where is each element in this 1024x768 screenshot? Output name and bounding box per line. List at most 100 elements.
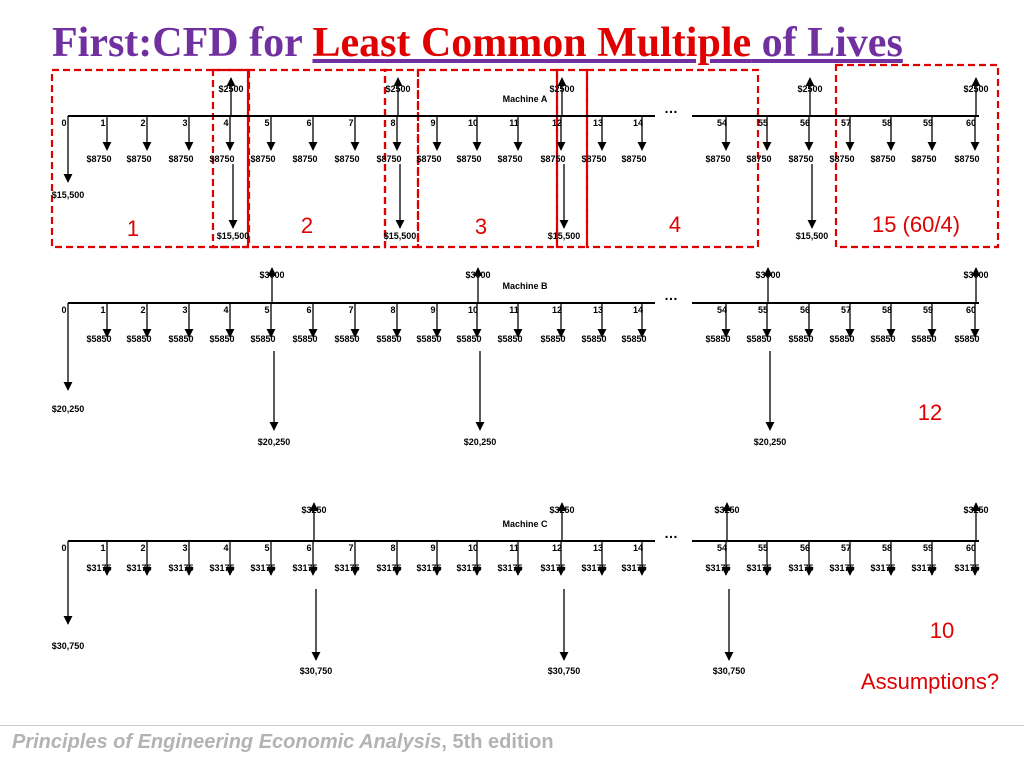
cycle-box <box>555 68 589 249</box>
annual-cost-label: $3175 <box>497 563 522 573</box>
salvage-label: $2500 <box>549 84 574 94</box>
annual-cost-label: $3175 <box>911 563 936 573</box>
cycle-label: 4 <box>669 212 681 237</box>
period-label: 56 <box>800 543 810 553</box>
period-label: 4 <box>223 118 228 128</box>
annual-cost-label: $8750 <box>705 154 730 164</box>
period-label: 11 <box>509 118 519 128</box>
annual-cost-label: $3175 <box>870 563 895 573</box>
annual-cost-label: $3175 <box>334 563 359 573</box>
period-label: 3 <box>182 305 187 315</box>
annual-cost-label: $8750 <box>870 154 895 164</box>
period-label: 8 <box>390 543 395 553</box>
period-label: 9 <box>430 305 435 315</box>
annual-cost-label: $5850 <box>292 334 317 344</box>
investment-label: $30,750 <box>52 641 85 651</box>
period-label: 1 <box>100 543 105 553</box>
annual-cost-label: $5850 <box>250 334 275 344</box>
ellipsis: … <box>664 287 678 303</box>
period-label: 13 <box>593 118 603 128</box>
period-label: 5 <box>264 305 269 315</box>
period-label: 7 <box>348 305 353 315</box>
annual-cost-label: $5850 <box>168 334 193 344</box>
machine-name: Machine B <box>502 281 548 291</box>
period-label: 12 <box>552 305 562 315</box>
annual-cost-label: $5850 <box>540 334 565 344</box>
annual-cost-label: $8750 <box>540 154 565 164</box>
investment-label: $15,500 <box>52 190 85 200</box>
period-label: 60 <box>966 543 976 553</box>
period-label: 6 <box>306 543 311 553</box>
period-label: 54 <box>717 305 727 315</box>
reinvestment-label: $15,500 <box>548 231 581 241</box>
annual-cost-label: $3175 <box>954 563 979 573</box>
period-label: 6 <box>306 118 311 128</box>
annual-cost-label: $3175 <box>540 563 565 573</box>
period-label: 57 <box>841 543 851 553</box>
title-part-2: Least Common Multiple <box>312 20 752 66</box>
salvage-label: $3000 <box>963 270 988 280</box>
footer-book-title: Principles of Engineering Economic Analy… <box>12 731 442 753</box>
annual-cost-label: $8750 <box>168 154 193 164</box>
annual-cost-label: $8750 <box>456 154 481 164</box>
period-label: 0 <box>61 543 66 553</box>
annual-cost-label: $5850 <box>581 334 606 344</box>
salvage-label: $3250 <box>301 505 326 515</box>
period-label: 57 <box>841 118 851 128</box>
annual-cost-label: $5850 <box>86 334 111 344</box>
period-label: 60 <box>966 118 976 128</box>
reinvestment-label: $30,750 <box>713 666 746 676</box>
salvage-label: $3000 <box>465 270 490 280</box>
cycle-label: 1 <box>127 216 139 241</box>
period-label: 59 <box>923 305 933 315</box>
period-label: 10 <box>468 118 478 128</box>
annual-cost-label: $5850 <box>209 334 234 344</box>
footer-edition: , 5th edition <box>441 731 554 753</box>
annual-cost-label: $5850 <box>829 334 854 344</box>
annual-cost-label: $5850 <box>954 334 979 344</box>
machine-name: Machine C <box>502 519 548 529</box>
annual-cost-label: $8750 <box>86 154 111 164</box>
reinvestment-label: $20,250 <box>258 437 291 447</box>
cycle-label: 3 <box>475 214 487 239</box>
annual-cost-label: $3175 <box>292 563 317 573</box>
annual-cost-label: $3175 <box>621 563 646 573</box>
annual-cost-label: $5850 <box>376 334 401 344</box>
period-label: 60 <box>966 305 976 315</box>
annual-cost-label: $5850 <box>416 334 441 344</box>
period-label: 9 <box>430 118 435 128</box>
period-label: 54 <box>717 543 727 553</box>
annual-cost-label: $5850 <box>334 334 359 344</box>
salvage-label: $2500 <box>797 84 822 94</box>
period-label: 3 <box>182 118 187 128</box>
reinvestment-label: $15,500 <box>384 231 417 241</box>
annual-cost-label: $8750 <box>416 154 441 164</box>
period-label: 0 <box>61 305 66 315</box>
period-label: 1 <box>100 305 105 315</box>
annual-cost-label: $5850 <box>870 334 895 344</box>
reinvestment-label: $20,250 <box>754 437 787 447</box>
cycle-label: 15 (60/4) <box>872 212 960 237</box>
period-label: 54 <box>717 118 727 128</box>
assumptions-note: Assumptions? <box>861 669 999 694</box>
annual-cost-label: $3175 <box>746 563 771 573</box>
annual-cost-label: $3175 <box>705 563 730 573</box>
period-label: 9 <box>430 543 435 553</box>
ellipsis: … <box>664 525 678 541</box>
cycle-box <box>834 63 1000 249</box>
period-label: 58 <box>882 305 892 315</box>
salvage-label: $3000 <box>755 270 780 280</box>
period-label: 7 <box>348 118 353 128</box>
annual-cost-label: $8750 <box>250 154 275 164</box>
annual-cost-label: $3175 <box>456 563 481 573</box>
period-label: 55 <box>758 305 768 315</box>
annual-cost-label: $8750 <box>209 154 234 164</box>
period-label: 58 <box>882 118 892 128</box>
salvage-label: $3250 <box>549 505 574 515</box>
salvage-label: $3250 <box>714 505 739 515</box>
annual-cost-label: $3175 <box>86 563 111 573</box>
annual-cost-label: $3175 <box>416 563 441 573</box>
machine-name: Machine A <box>503 94 548 104</box>
